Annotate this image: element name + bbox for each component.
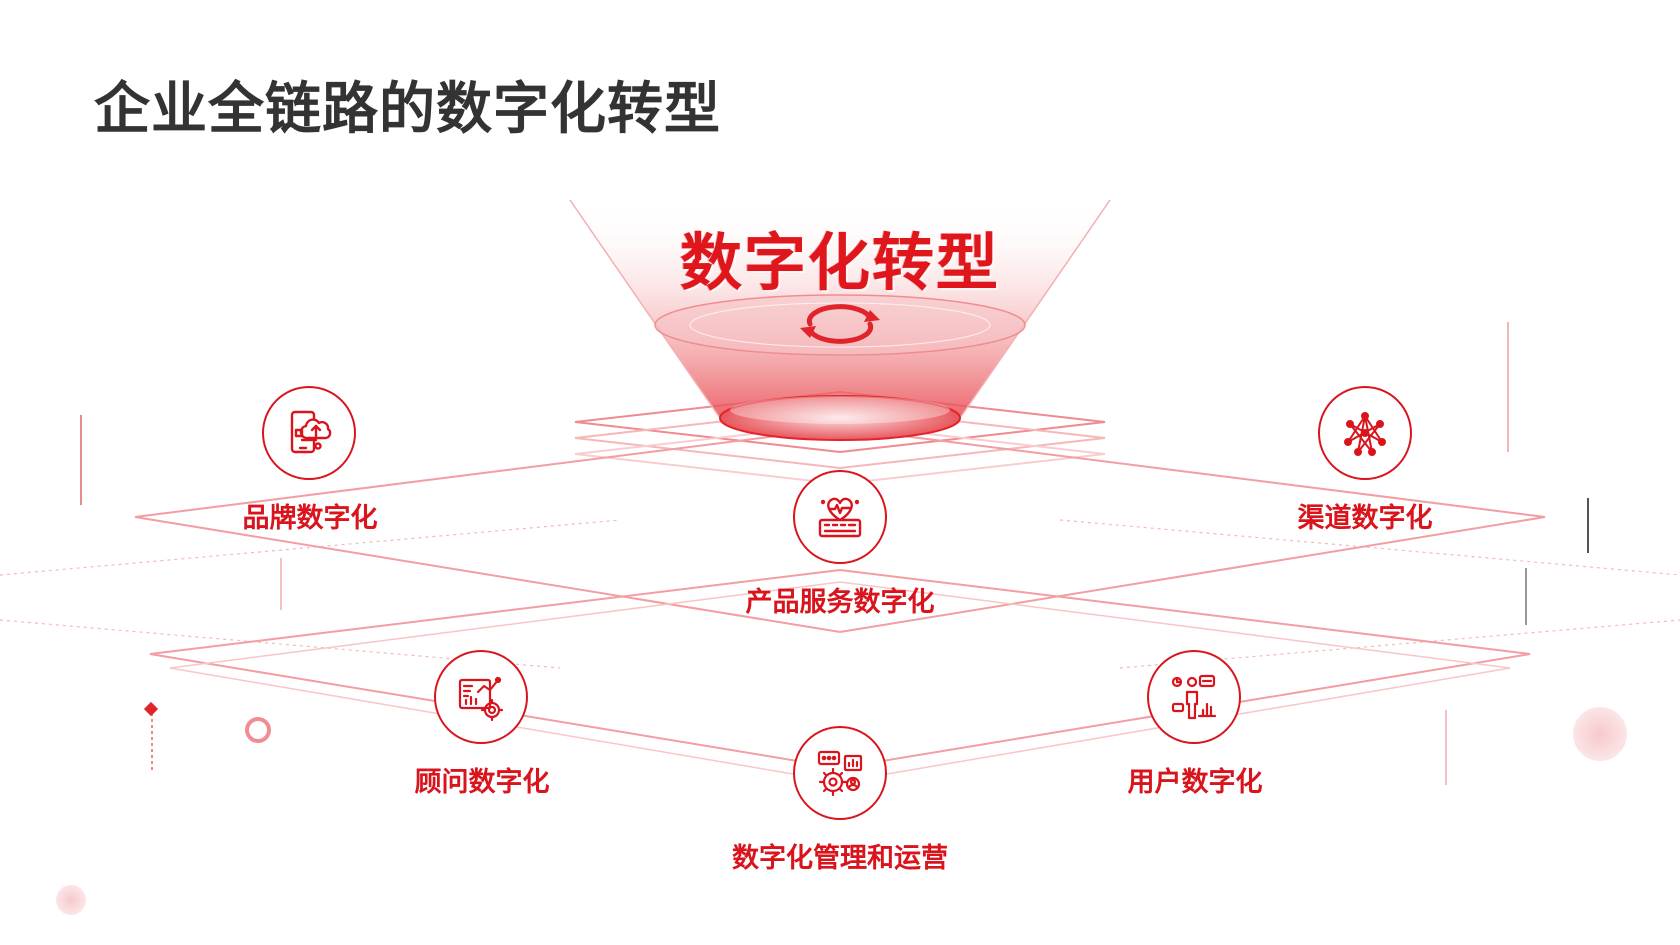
- refresh-cycle-icon: [800, 304, 880, 344]
- decor-circles: [56, 701, 1627, 915]
- network-nodes-icon[interactable]: [1318, 386, 1412, 480]
- diamond-layers: [134, 426, 1546, 783]
- analytics-dashboard-icon[interactable]: [434, 650, 528, 744]
- node-label-product-service: 产品服务数字化: [745, 587, 935, 618]
- node-label-consultant: 顾问数字化: [414, 767, 550, 798]
- mobile-cloud-icon[interactable]: [262, 386, 356, 480]
- node-label-channel: 渠道数字化: [1297, 503, 1433, 534]
- node-label-user: 用户数字化: [1127, 767, 1263, 798]
- node-label-management: 数字化管理和运营: [732, 843, 948, 874]
- hero-title: 数字化转型: [679, 226, 1000, 299]
- node-label-brand: 品牌数字化: [242, 503, 378, 534]
- heart-monitor-keyboard-icon[interactable]: [793, 470, 887, 564]
- vertical-accent-lines: [80, 322, 1589, 785]
- gear-management-icon[interactable]: [793, 726, 887, 820]
- user-data-icon[interactable]: [1147, 650, 1241, 744]
- page-title: 企业全链路的数字化转型: [94, 77, 721, 142]
